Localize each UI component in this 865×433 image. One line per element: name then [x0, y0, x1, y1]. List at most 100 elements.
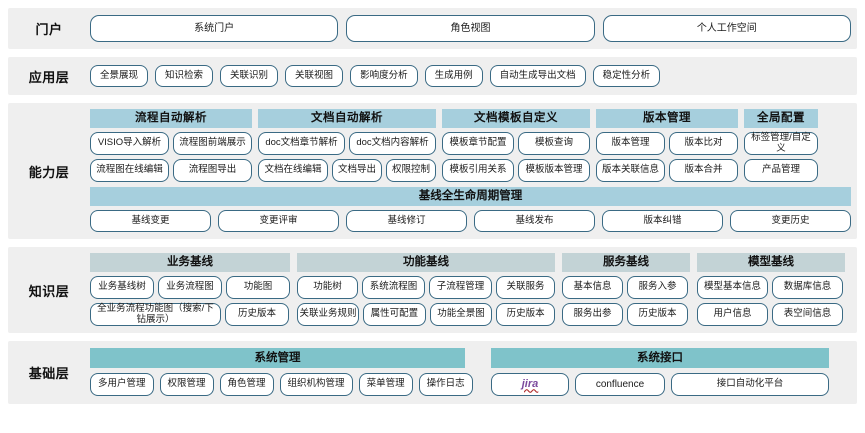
app-item-stability-analysis[interactable]: 稳定性分析 [592, 65, 661, 87]
capability-item-visio导入解析[interactable]: VISIO导入解析 [90, 132, 169, 155]
knowledge-item-关联服务[interactable]: 关联服务 [495, 276, 555, 299]
baseline-item-基线修订[interactable]: 基线修订 [346, 210, 467, 232]
capability-item-模板版本管理[interactable]: 模板版本管理 [518, 159, 590, 182]
foundation-row: 多用户管理权限管理角色管理组织机构管理菜单管理操作日志 [90, 373, 473, 396]
app-item-relation-view[interactable]: 关联视图 [285, 65, 344, 87]
baseline-item-基线变更[interactable]: 基线变更 [90, 210, 211, 232]
spacer-kn-fd [0, 333, 865, 341]
knowledge-group-title-服务基线: 服务基线 [562, 253, 690, 272]
foundation-item-接口自动化平台[interactable]: 接口自动化平台 [671, 373, 829, 396]
layer-label-application: 应用层 [28, 69, 70, 85]
knowledge-item-历史版本[interactable]: 历史版本 [225, 303, 289, 326]
knowledge-group-rows: 业务基线树业务流程图功能图全业务流程功能图（搜索/下钻展示）历史版本 [90, 276, 290, 326]
foundation-group-系统管理: 系统管理多用户管理权限管理角色管理组织机构管理菜单管理操作日志 [90, 348, 473, 396]
foundation-item-jira[interactable]: jira [491, 373, 569, 396]
knowledge-group-rows: 基本信息服务入参服务出参历史版本 [562, 276, 690, 326]
capability-group-title-文档自动解析: 文档自动解析 [258, 109, 436, 128]
knowledge-item-历史版本[interactable]: 历史版本 [496, 303, 556, 326]
knowledge-item-业务基线树[interactable]: 业务基线树 [90, 276, 154, 299]
capability-item-产品管理[interactable]: 产品管理 [744, 159, 818, 182]
capability-item-权限控制[interactable]: 权限控制 [386, 159, 436, 182]
knowledge-item-系统流程图[interactable]: 系统流程图 [362, 276, 425, 299]
capability-item-模板查询[interactable]: 模板查询 [518, 132, 590, 155]
knowledge-item-功能图[interactable]: 功能图 [226, 276, 290, 299]
knowledge-item-功能树[interactable]: 功能树 [297, 276, 359, 299]
capability-item-文档导出[interactable]: 文档导出 [332, 159, 382, 182]
knowledge-item-模型基本信息[interactable]: 模型基本信息 [697, 276, 768, 299]
knowledge-item-全业务流程功能图-搜索-下钻展示[interactable]: 全业务流程功能图（搜索/下钻展示） [90, 303, 221, 326]
baseline-item-变更历史[interactable]: 变更历史 [730, 210, 851, 232]
foundation-item-多用户管理[interactable]: 多用户管理 [90, 373, 154, 396]
foundation-row: jira confluence 接口自动化平台 [491, 373, 829, 396]
layer-row-knowledge: 知识层 业务基线业务基线树业务流程图功能图全业务流程功能图（搜索/下钻展示）历史… [8, 247, 857, 333]
portal-item-role-view[interactable]: 角色视图 [346, 15, 595, 42]
app-item-generate-testcase[interactable]: 生成用例 [424, 65, 483, 87]
capability-item-流程图在线编辑[interactable]: 流程图在线编辑 [90, 159, 169, 182]
knowledge-group-title-业务基线: 业务基线 [90, 253, 290, 272]
knowledge-item-表空间信息[interactable]: 表空间信息 [772, 303, 843, 326]
portal-item-personal-workspace[interactable]: 个人工作空间 [602, 15, 851, 42]
baseline-items: 基线变更变更评审基线修订基线发布版本纠错变更历史 [90, 210, 851, 232]
knowledge-item-历史版本[interactable]: 历史版本 [627, 303, 688, 326]
spacer-top [0, 0, 865, 8]
capability-item-文档在线编辑[interactable]: 文档在线编辑 [258, 159, 328, 182]
baseline-item-版本纠错[interactable]: 版本纠错 [602, 210, 723, 232]
foundation-item-confluence[interactable]: confluence [575, 373, 665, 396]
capability-baseline: 基线全生命周期管理 基线变更变更评审基线修订基线发布版本纠错变更历史 [90, 187, 851, 232]
knowledge-item-数据库信息[interactable]: 数据库信息 [772, 276, 843, 299]
capability-item-版本合并[interactable]: 版本合并 [669, 159, 738, 182]
knowledge-row: 服务出参历史版本 [562, 303, 690, 326]
capability-item-流程图前端展示[interactable]: 流程图前端展示 [173, 132, 252, 155]
baseline-item-基线发布[interactable]: 基线发布 [474, 210, 595, 232]
capability-item-模板引用关系[interactable]: 模板引用关系 [442, 159, 514, 182]
foundation-item-角色管理[interactable]: 角色管理 [219, 373, 274, 396]
app-item-relation-recognition[interactable]: 关联识别 [220, 65, 279, 87]
knowledge-group-功能基线: 功能基线功能树系统流程图子流程管理关联服务关联业务规则属性可配置功能全景图历史版… [297, 253, 556, 326]
capability-item-流程图导出[interactable]: 流程图导出 [173, 159, 252, 182]
knowledge-row: 业务基线树业务流程图功能图 [90, 276, 290, 299]
app-item-panorama[interactable]: 全景展现 [90, 65, 149, 87]
capability-group-rows: 标签管理/自定义产品管理 [744, 132, 818, 182]
knowledge-group-业务基线: 业务基线业务基线树业务流程图功能图全业务流程功能图（搜索/下钻展示）历史版本 [90, 253, 290, 326]
layer-label-knowledge: 知识层 [28, 283, 70, 299]
capability-item-版本关联信息[interactable]: 版本关联信息 [596, 159, 665, 182]
baseline-item-变更评审[interactable]: 变更评审 [218, 210, 339, 232]
knowledge-item-业务流程图[interactable]: 业务流程图 [158, 276, 222, 299]
capability-item-doc文档章节解析[interactable]: doc文档章节解析 [258, 132, 345, 155]
knowledge-item-子流程管理[interactable]: 子流程管理 [428, 276, 492, 299]
capability-row: 产品管理 [744, 159, 818, 182]
knowledge-item-基本信息[interactable]: 基本信息 [562, 276, 623, 299]
app-item-auto-export-doc[interactable]: 自动生成导出文档 [489, 65, 586, 87]
app-item-impact-analysis[interactable]: 影响度分析 [350, 65, 418, 87]
knowledge-item-关联业务规则[interactable]: 关联业务规则 [297, 303, 359, 326]
knowledge-item-服务出参[interactable]: 服务出参 [562, 303, 623, 326]
capability-row: 版本管理版本比对 [596, 132, 738, 155]
foundation-item-权限管理[interactable]: 权限管理 [159, 373, 214, 396]
capability-item-版本比对[interactable]: 版本比对 [669, 132, 738, 155]
portal-item-system-portal[interactable]: 系统门户 [90, 15, 339, 42]
capability-group-title-全局配置: 全局配置 [744, 109, 818, 128]
capability-item-版本管理[interactable]: 版本管理 [596, 132, 665, 155]
layer-label-foundation: 基础层 [28, 366, 70, 381]
spacer-app-cap [0, 95, 865, 103]
capability-group-title-版本管理: 版本管理 [596, 109, 738, 128]
foundation-item-菜单管理[interactable]: 菜单管理 [358, 373, 413, 396]
capability-item-doc文档内容解析[interactable]: doc文档内容解析 [349, 132, 436, 155]
capability-item-模板章节配置[interactable]: 模板章节配置 [442, 132, 514, 155]
knowledge-item-服务入参[interactable]: 服务入参 [627, 276, 688, 299]
app-item-knowledge-search[interactable]: 知识检索 [155, 65, 214, 87]
foundation-item-组织机构管理[interactable]: 组织机构管理 [279, 373, 353, 396]
foundation-item-操作日志[interactable]: 操作日志 [418, 373, 473, 396]
capability-row: 标签管理/自定义 [744, 132, 818, 155]
knowledge-item-属性可配置[interactable]: 属性可配置 [363, 303, 426, 326]
capability-row: 文档在线编辑文档导出权限控制 [258, 159, 436, 182]
knowledge-item-功能全景图[interactable]: 功能全景图 [429, 303, 493, 326]
capability-item-标签管理-自定义[interactable]: 标签管理/自定义 [744, 132, 818, 155]
knowledge-item-用户信息[interactable]: 用户信息 [697, 303, 768, 326]
